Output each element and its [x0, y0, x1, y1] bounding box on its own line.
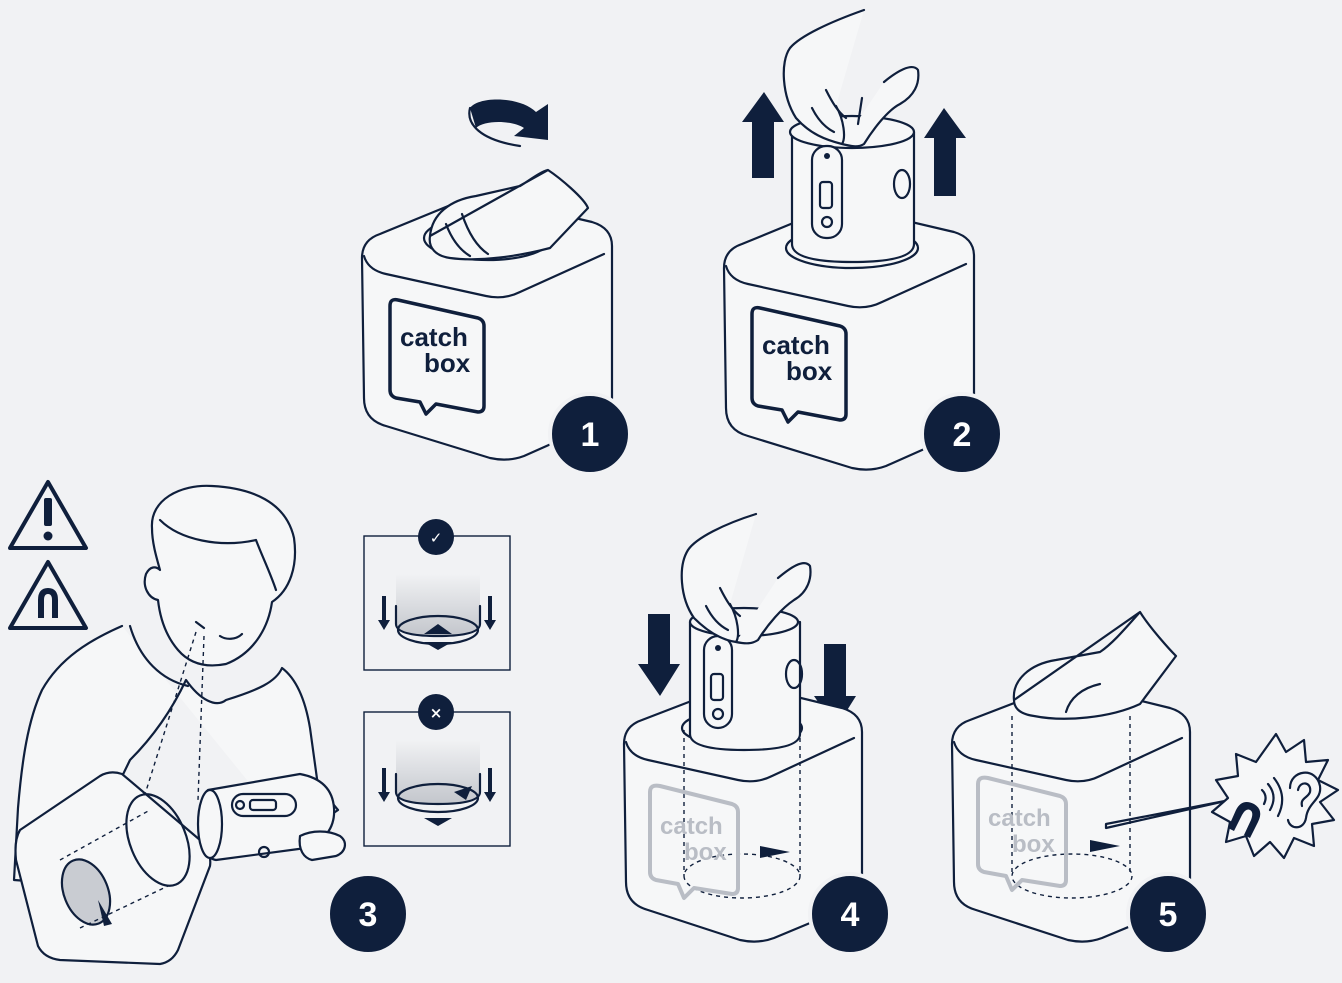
step-1-group: catch box 1: [362, 99, 630, 474]
ghost-logo-text-line1: catch: [660, 813, 723, 840]
inset-correct-alignment: ✓: [364, 519, 510, 670]
checkmark-icon: ✓: [430, 529, 443, 547]
step-4-badge: 4: [810, 874, 890, 954]
step-2-number: 2: [953, 416, 972, 454]
step-5-badge: 5: [1128, 874, 1208, 954]
step-3-badge: 3: [328, 874, 408, 954]
catchbox-logo-1: catch box: [390, 300, 484, 414]
sound-burst-icon: [1212, 734, 1338, 858]
ghost-logo-text-line1: catch: [988, 805, 1051, 832]
inset-wrong-alignment: ×: [364, 694, 510, 846]
ghost-logo-text-line2: box: [684, 839, 727, 866]
step-4-group: catch box 4: [624, 514, 890, 954]
rotate-arrow-icon: [469, 99, 548, 146]
down-arrow-icon-left: [638, 614, 680, 696]
step-1-badge: 1: [550, 394, 630, 474]
hand-holding-3: [300, 832, 345, 861]
cross-icon: ×: [430, 704, 443, 722]
person-head: [145, 486, 295, 666]
step-3-number: 3: [359, 896, 378, 934]
logo-text-line2: box: [786, 356, 833, 386]
step-3-group: 3: [14, 486, 408, 964]
step-2-badge: 2: [922, 394, 1002, 474]
step-5-number: 5: [1159, 896, 1178, 934]
up-arrow-icon-left: [742, 92, 784, 178]
exclamation-warning-icon: [10, 482, 86, 548]
ghost-logo-text-line2: box: [1012, 831, 1055, 858]
step-1-number: 1: [581, 416, 600, 454]
up-arrow-icon-right: [924, 108, 966, 196]
step-5-group: catch box 5: [952, 612, 1338, 954]
logo-text-line2: box: [424, 348, 471, 378]
step-4-number: 4: [841, 896, 860, 934]
warning-icons: [10, 482, 86, 628]
magnet-warning-icon: [10, 562, 86, 628]
step-2-group: catch box 2: [724, 10, 1002, 474]
catchbox-logo-2: catch box: [752, 308, 846, 422]
